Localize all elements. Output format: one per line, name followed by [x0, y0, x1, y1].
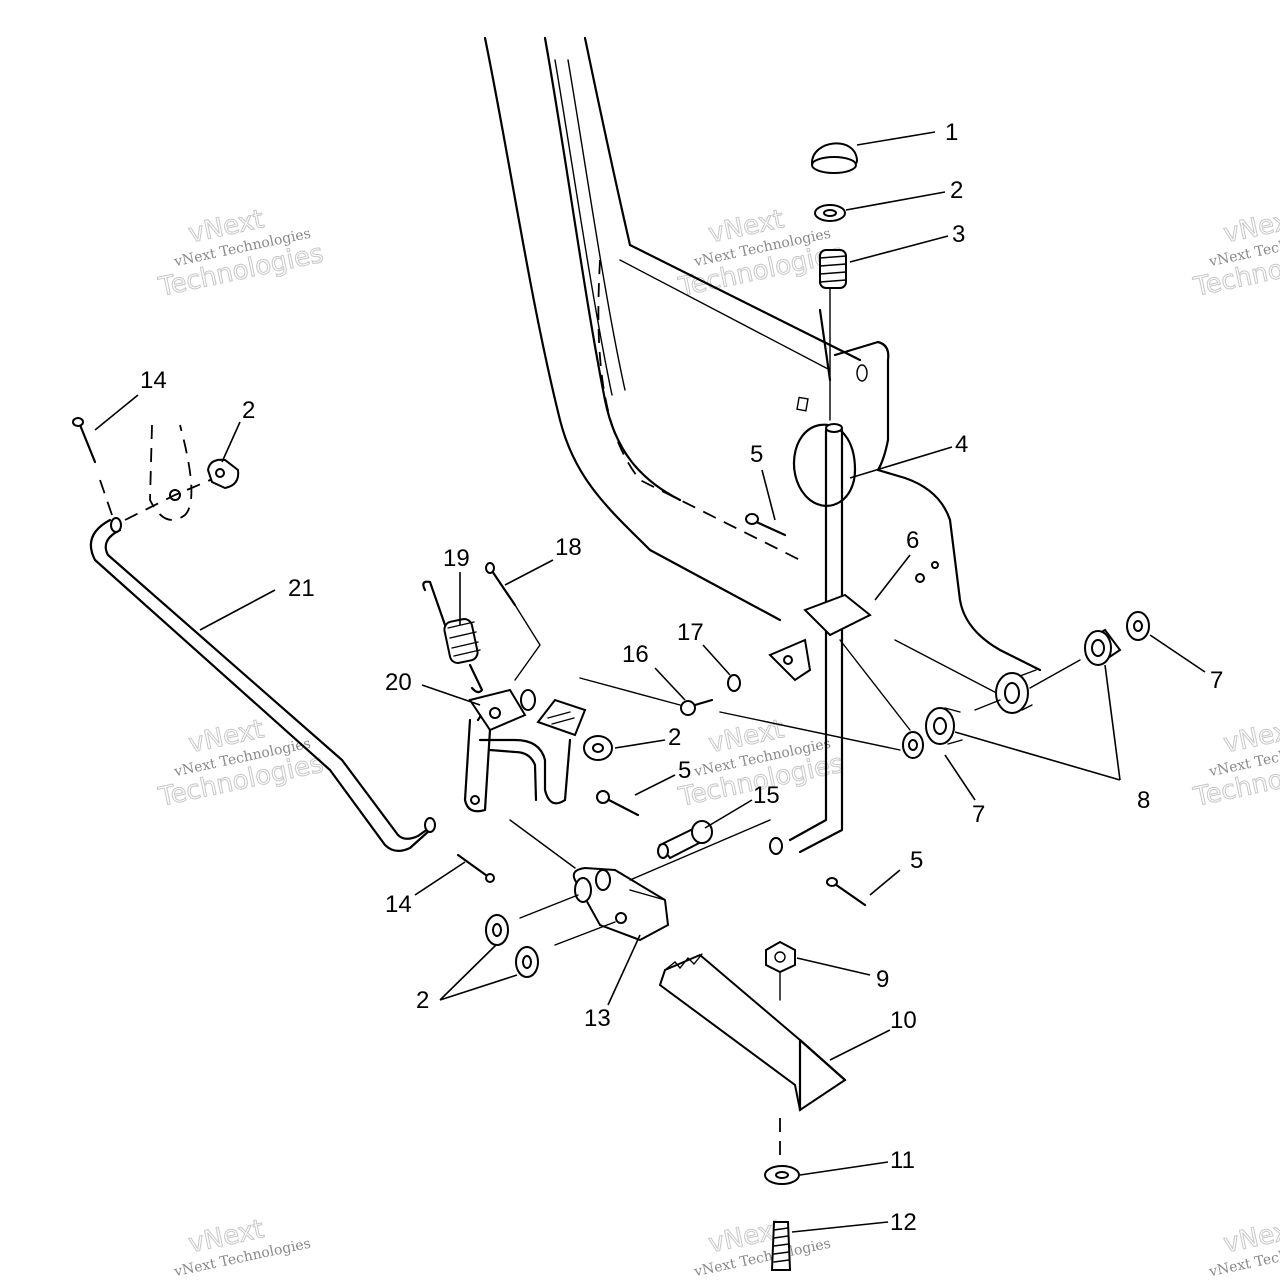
bolt-axis [719, 711, 901, 751]
callout-label: 2 [242, 397, 255, 424]
bracket [768, 593, 872, 682]
callout-label: 2 [950, 177, 963, 204]
callout-label: 1 [945, 119, 958, 146]
washer-right-low [902, 731, 924, 759]
bushing-right-low [925, 707, 963, 745]
pin-5-lower [826, 877, 867, 907]
leader-lines [94, 131, 1206, 1233]
callout-label: 16 [622, 641, 649, 668]
bolt-16 [680, 698, 714, 716]
cotter-pin-lower [456, 853, 495, 883]
axis-right [839, 639, 1081, 731]
watermark: vNext vNext Technologies [1207, 1214, 1280, 1280]
cotter-pin-top [72, 417, 216, 521]
callout-label: 9 [876, 966, 889, 993]
lever-assembly [463, 688, 572, 813]
callout-label: 12 [890, 1209, 917, 1236]
callout-label: 2 [668, 724, 681, 751]
pin-15 [657, 820, 713, 860]
watermark: vNext vNext Technologies [692, 1214, 832, 1280]
spring-top [819, 249, 847, 289]
bushing-right-mid [995, 669, 1037, 714]
watermark: vNext vNext Technologies Technologies [1190, 714, 1280, 814]
callout-label: 6 [906, 527, 919, 554]
callout-label: 5 [750, 441, 763, 468]
callout-label: 5 [910, 847, 923, 874]
callout-label: 11 [890, 1147, 915, 1174]
watermark: vNext vNext Technologies Technologies [675, 204, 847, 304]
watermark: vNext vNext Technologies Technologies [155, 204, 327, 304]
axis-lower [519, 894, 616, 946]
watermark: vNext vNext Technologies [172, 1214, 312, 1280]
callout-label: 13 [584, 1005, 611, 1032]
callout-label: 21 [288, 575, 315, 602]
bolt-12 [770, 1221, 792, 1271]
spring-19 [422, 580, 484, 694]
watermark: vNext vNext Technologies Technologies [155, 714, 327, 814]
body-panel [483, 36, 1042, 701]
callout-label: 8 [1137, 787, 1150, 814]
pedal-plate [658, 953, 847, 1112]
washer-left [206, 458, 240, 490]
pin-5-mid [596, 790, 640, 817]
pin-5-upper [745, 513, 787, 537]
shift-rod [769, 287, 844, 855]
pin-18 [485, 562, 541, 681]
washer-lower-2 [515, 946, 539, 978]
washer-right-top [1126, 611, 1150, 641]
watermark: vNext vNext Technologies Technologies [1190, 204, 1280, 304]
callout-label: 2 [416, 987, 429, 1014]
callout-label: 4 [955, 431, 968, 458]
callout-label: 10 [890, 1007, 917, 1034]
pedal-pad [536, 698, 587, 737]
callout-label: 3 [952, 221, 965, 248]
axis-line [579, 677, 681, 706]
callout-labels: 1 2 3 14 2 4 5 19 18 6 21 17 16 7 20 2 5… [140, 119, 1223, 1236]
callout-label: 20 [385, 669, 412, 696]
callout-label: 7 [972, 801, 985, 828]
callout-label: 19 [443, 545, 470, 572]
washer-top-hole [823, 209, 837, 217]
washer-11 [764, 1118, 800, 1185]
callout-label: 7 [1210, 667, 1223, 694]
cap-part [810, 142, 858, 174]
callout-label: 14 [385, 891, 412, 918]
callout-label: 17 [677, 619, 704, 646]
washer-mid [583, 735, 613, 761]
nut-17 [727, 674, 741, 692]
washer-lower-1 [485, 914, 509, 946]
pedal-bracket [509, 819, 771, 942]
callout-label: 18 [555, 534, 582, 561]
callout-label: 5 [678, 757, 691, 784]
long-rod [89, 517, 436, 852]
callout-label: 15 [753, 782, 780, 809]
nut-9 [765, 940, 796, 1001]
bushing-right-top [1084, 628, 1122, 666]
callout-label: 14 [140, 367, 167, 394]
